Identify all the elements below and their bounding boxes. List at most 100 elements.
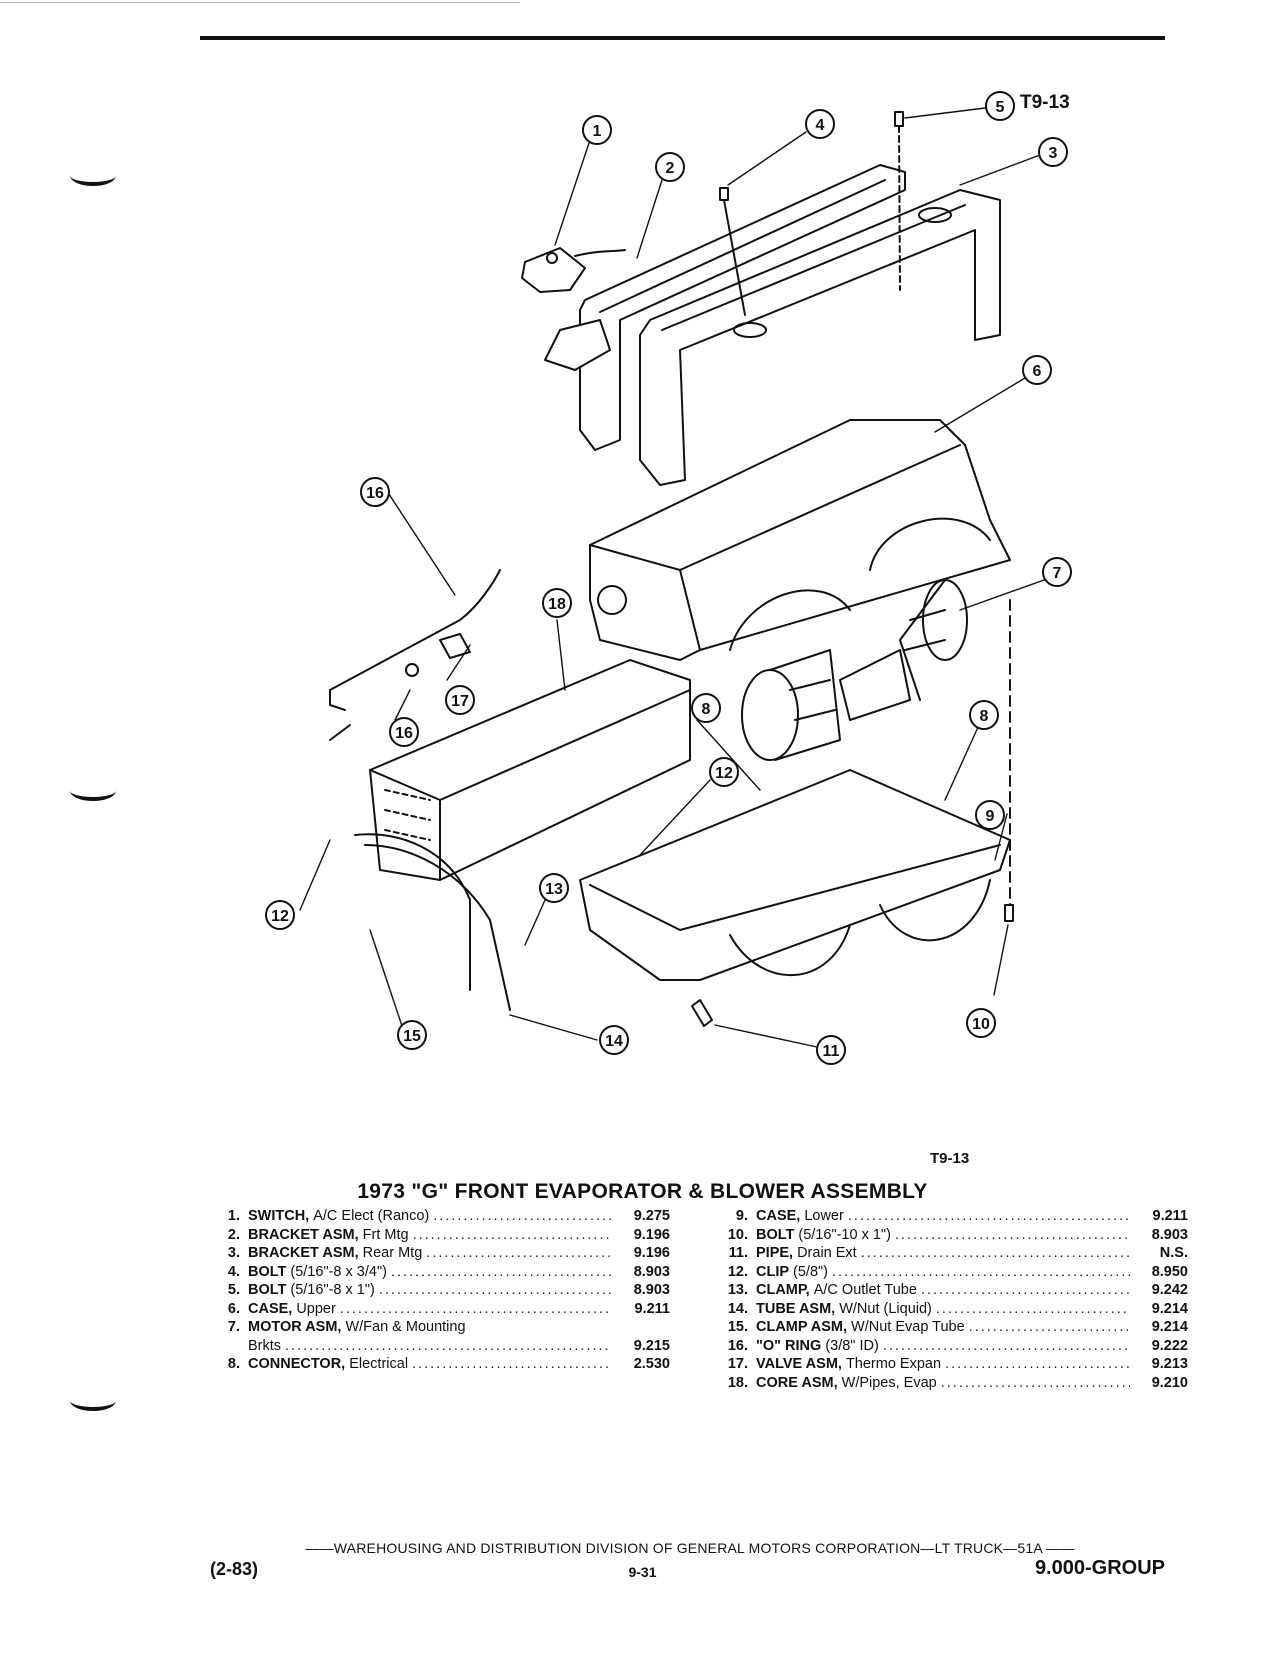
rear-bracket-part	[639, 189, 1001, 486]
part-number: 12.	[727, 1263, 748, 1280]
part-name: TUBE ASM,	[756, 1300, 836, 1317]
part-desc: W/Nut Evap Tube	[851, 1319, 965, 1335]
parts-row: 14.TUBE ASM,W/Nut (Liquid)..............…	[718, 1300, 1188, 1319]
part-name: CLIP	[756, 1263, 790, 1280]
part-ref: 9.222	[1151, 1337, 1188, 1354]
part-desc: (5/8")	[793, 1263, 828, 1280]
leader-dots: ........................................…	[940, 1374, 1130, 1391]
part-number: 5.	[227, 1282, 240, 1298]
part-number: 15.	[727, 1319, 748, 1335]
part-ref: 9.214	[1151, 1319, 1188, 1335]
part-ref: 9.196	[633, 1226, 670, 1243]
part-ref: 9.196	[633, 1245, 670, 1261]
part-name: BRACKET ASM,	[248, 1226, 359, 1243]
part-ref: 9.211	[634, 1300, 671, 1317]
part-name: CLAMP ASM,	[756, 1319, 848, 1335]
parts-row: 13.CLAMP,A/C Outlet Tube................…	[718, 1281, 1188, 1300]
leader-dots: ........................................…	[412, 1226, 612, 1243]
part-desc: A/C Outlet Tube	[813, 1282, 917, 1298]
switch-part	[521, 247, 626, 293]
lower-case-part	[579, 769, 1011, 981]
binder-hole-mark	[70, 775, 116, 801]
part-number: 8.	[227, 1356, 240, 1372]
part-ref: 9.275	[633, 1208, 670, 1224]
parts-row: 9.CASE,Lower............................…	[718, 1207, 1188, 1226]
bolt-part	[719, 111, 904, 316]
part-ref: 8.950	[1151, 1263, 1188, 1280]
part-desc: W/Fan & Mounting	[345, 1319, 466, 1335]
parts-row: 3.BRACKET ASM,Rear Mtg..................…	[210, 1244, 670, 1263]
parts-row: 15.CLAMP ASM,W/Nut Evap Tube............…	[718, 1318, 1188, 1337]
part-name: CORE ASM,	[756, 1374, 838, 1391]
parts-row: 7. MOTOR ASM,W/Fan & Mounting	[210, 1318, 670, 1337]
leader-dots: ........................................…	[945, 1356, 1130, 1372]
part-ref: 9.210	[1151, 1374, 1188, 1391]
part-ref: 8.903	[1151, 1226, 1188, 1243]
leader-dots: ........................................…	[832, 1263, 1130, 1280]
parts-row: 10.BOLT(5/16"-10 x 1")..................…	[718, 1226, 1188, 1245]
part-name: BOLT	[756, 1226, 795, 1243]
part-ref: 9.242	[1151, 1282, 1188, 1298]
part-name: PIPE,	[756, 1245, 794, 1261]
part-desc: Rear Mtg	[362, 1245, 423, 1261]
part-name: BRACKET ASM,	[248, 1245, 359, 1261]
part-desc: Drain Ext	[797, 1245, 857, 1261]
leader-dots: ........................................…	[860, 1245, 1130, 1261]
part-desc: Frt Mtg	[362, 1226, 409, 1243]
leader-dots: ........................................…	[412, 1356, 612, 1372]
drain-pipe-part	[691, 599, 1014, 1027]
parts-row: 5.BOLT(5/16"-8 x 1")....................…	[210, 1281, 670, 1300]
part-number: 9.	[735, 1208, 748, 1224]
callout-number: 11	[823, 1043, 840, 1060]
callout-number: 13	[545, 881, 563, 898]
part-number: 7.	[227, 1319, 240, 1335]
callout-number: 12	[271, 908, 289, 925]
part-desc-continued: Brkts	[248, 1337, 282, 1354]
parts-row: 16."O" RING(3/8" ID)....................…	[718, 1337, 1188, 1356]
leader-dots: ........................................…	[935, 1300, 1130, 1317]
part-name: MOTOR ASM,	[248, 1319, 342, 1335]
leader-dots: ........................................…	[894, 1226, 1130, 1243]
callout-number: 16	[395, 725, 413, 742]
footer-publisher-line: ——WAREHOUSING AND DISTRIBUTION DIVISION …	[305, 1540, 1075, 1556]
callout-number: 14	[605, 1033, 623, 1050]
part-number: 3.	[227, 1245, 240, 1261]
part-ref: 8.903	[633, 1263, 670, 1280]
figure-ref-code-top: T9-13	[1020, 92, 1070, 113]
leader-dots: ........................................…	[882, 1337, 1130, 1354]
part-name: CLAMP,	[756, 1282, 810, 1298]
binder-hole-mark	[70, 160, 116, 186]
part-ref: 8.903	[633, 1282, 670, 1298]
part-number: 18.	[727, 1374, 748, 1391]
part-desc: (5/16"-8 x 1")	[290, 1282, 375, 1298]
parts-row: 17.VALVE ASM,Thermo Expan...............…	[718, 1355, 1188, 1374]
footer-revision-date: (2-83)	[210, 1559, 259, 1579]
callout-number: 3	[1049, 145, 1058, 162]
leader-dots: ........................................…	[285, 1337, 612, 1354]
callout-number: 1	[593, 123, 602, 140]
callout-number: 9	[986, 808, 995, 825]
part-number: 16.	[727, 1337, 748, 1354]
leader-dots: ........................................…	[433, 1208, 612, 1224]
parts-row: 6.CASE,Upper............................…	[210, 1300, 670, 1319]
part-number: 14.	[727, 1300, 748, 1317]
figure-ref-code-bottom: T9-13	[930, 1150, 970, 1167]
callout-number: 5	[996, 99, 1005, 116]
callout-number: 16	[366, 485, 384, 502]
refrigerant-tubes	[329, 569, 511, 1011]
front-bracket-part	[544, 164, 906, 451]
part-desc: Upper	[296, 1300, 336, 1317]
part-ref: N.S.	[1159, 1245, 1188, 1261]
part-ref: 9.215	[633, 1337, 670, 1354]
footer-group-label: 9.000-GROUP	[1034, 1557, 1165, 1579]
part-desc: (3/8" ID)	[825, 1337, 879, 1354]
parts-row: 1.SWITCH,A/C Elect (Ranco)..............…	[210, 1207, 670, 1226]
part-name: CASE,	[248, 1300, 293, 1317]
parts-row: 2.BRACKET ASM,Frt Mtg...................…	[210, 1226, 670, 1245]
part-desc: (5/16"-8 x 3/4")	[290, 1263, 387, 1280]
part-desc: A/C Elect (Ranco)	[313, 1208, 430, 1224]
part-name: BOLT	[248, 1263, 287, 1280]
callout-number: 18	[548, 596, 566, 613]
callout-number: 17	[451, 693, 469, 710]
blower-motor-part	[741, 579, 968, 761]
